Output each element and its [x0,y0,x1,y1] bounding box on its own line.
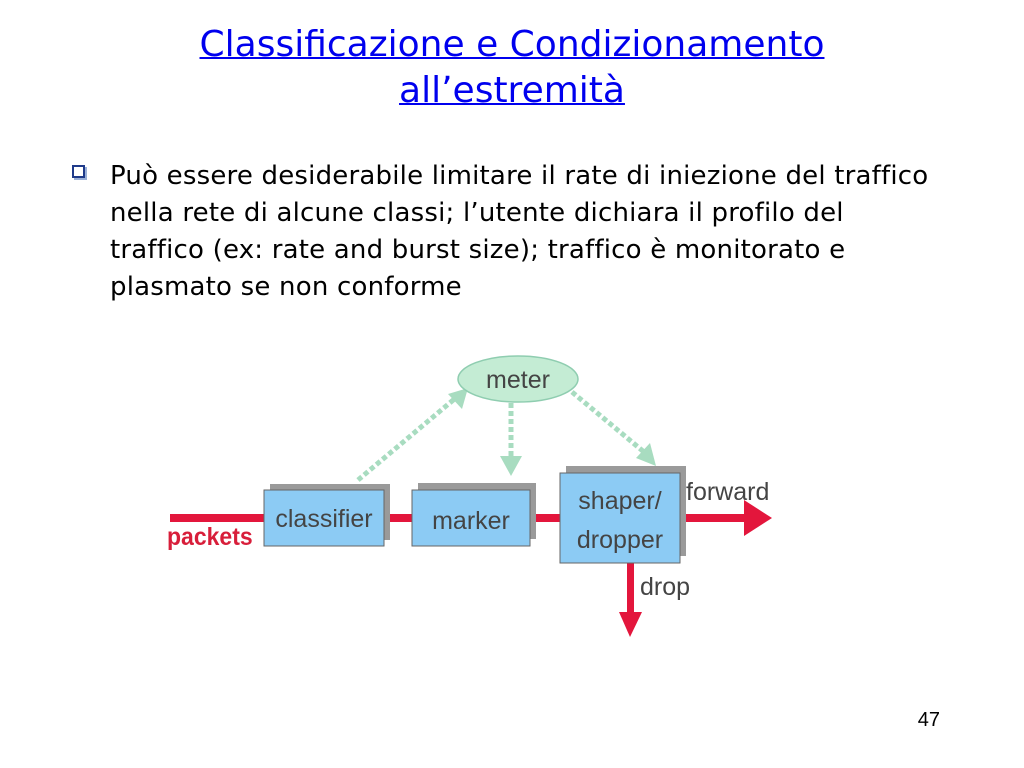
meter-to-shaper-arrowhead [636,443,656,466]
shaper-dropper-box [559,472,681,564]
title-line-1: Classificazione e Condizionamento [199,24,825,65]
classifier-label: classifier [275,505,372,533]
classifier-box [263,489,385,547]
page-number: 47 [917,709,940,731]
meter-node [457,355,579,403]
marker-box [411,489,531,547]
shaper-label-line1: shaper/ [578,487,661,515]
meter-to-shaper-arrow [570,390,646,454]
drop-arrowhead [619,612,642,637]
forward-arrowhead [744,500,772,536]
bullet-text: Può essere desiderabile limitare il rate… [110,161,929,302]
bullet-item: Può essere desiderabile limitare il rate… [72,158,932,306]
classifier-to-meter-arrow [356,394,460,482]
drop-line [627,563,634,615]
packets-label: packets [167,523,253,551]
forward-label: forward [686,478,769,506]
title-line-2: all’estremità [399,70,625,111]
square-bullet-icon [72,165,87,180]
marker-label: marker [432,507,510,535]
shaper-label-line2: dropper [577,526,663,554]
classifier-to-meter-arrowhead [448,388,468,409]
slide-title: Classificazione e Condizionamento all’es… [0,22,1024,114]
meter-to-marker-arrowhead [500,456,522,476]
drop-label: drop [640,573,690,601]
meter-label: meter [486,366,550,394]
